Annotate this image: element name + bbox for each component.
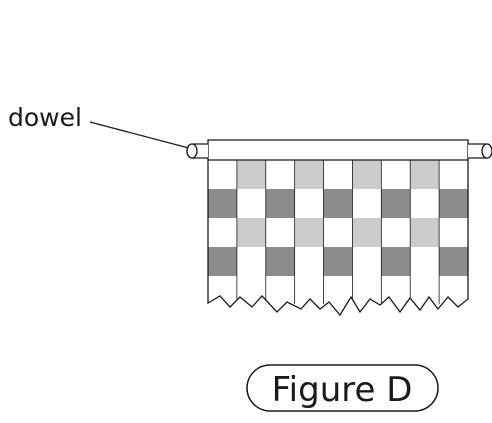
weave-cell-white xyxy=(265,218,295,247)
weave-cell-white xyxy=(265,160,295,189)
weave-cell-white xyxy=(410,276,440,315)
weave-cell-white xyxy=(323,160,353,189)
weave-cell-dark xyxy=(381,247,411,276)
caption-text: Figure D xyxy=(272,370,413,410)
weave-cell-dark xyxy=(208,247,237,276)
weave-cell-white xyxy=(294,189,324,218)
dowel-label: dowel xyxy=(8,103,82,132)
weave-cell-white xyxy=(439,160,468,189)
weave-cell-light xyxy=(236,218,266,247)
weave-cell-white xyxy=(352,189,382,218)
weave-cell-white xyxy=(381,218,411,247)
weave-cell-dark xyxy=(323,189,353,218)
weave-cell-white xyxy=(410,189,440,218)
weave-cell-dark xyxy=(265,189,295,218)
woven-cells xyxy=(208,160,468,315)
weave-cell-dark xyxy=(265,247,295,276)
weave-cell-light xyxy=(236,160,266,189)
weave-cell-white xyxy=(294,276,324,315)
weave-cell-dark xyxy=(208,189,237,218)
weave-cell-dark xyxy=(323,247,353,276)
weave-cell-white xyxy=(265,276,295,315)
weave-cell-white xyxy=(236,189,266,218)
weave-cell-light xyxy=(352,160,382,189)
weave-cell-light xyxy=(294,218,324,247)
weave-cell-light xyxy=(410,218,440,247)
weave-cell-dark xyxy=(439,247,468,276)
weave-cell-white xyxy=(208,218,237,247)
weave-cell-dark xyxy=(439,189,468,218)
weave-cell-white xyxy=(236,247,266,276)
weave-cell-white xyxy=(208,160,237,189)
weave-cell-white xyxy=(294,247,324,276)
weave-cell-light xyxy=(352,218,382,247)
warp-strip-lines xyxy=(236,160,440,304)
dowel-right-end xyxy=(468,143,492,159)
weave-cell-light xyxy=(294,160,324,189)
weave-cell-white xyxy=(439,276,468,315)
weave-cell-white xyxy=(323,276,353,315)
weave-cell-white xyxy=(439,218,468,247)
dowel-leader-line xyxy=(89,121,201,152)
weave-cell-dark xyxy=(381,189,411,218)
figure-caption: Figure D xyxy=(246,364,439,412)
caption-frame xyxy=(246,364,439,412)
weave-cell-white xyxy=(381,160,411,189)
dowel-left-end xyxy=(186,143,208,159)
weave-cell-white xyxy=(410,247,440,276)
weave-cell-white xyxy=(208,276,237,315)
weave-cell-light xyxy=(410,160,440,189)
weave-cell-white xyxy=(352,247,382,276)
weave-cell-white xyxy=(323,218,353,247)
fabric-outline xyxy=(207,139,469,317)
